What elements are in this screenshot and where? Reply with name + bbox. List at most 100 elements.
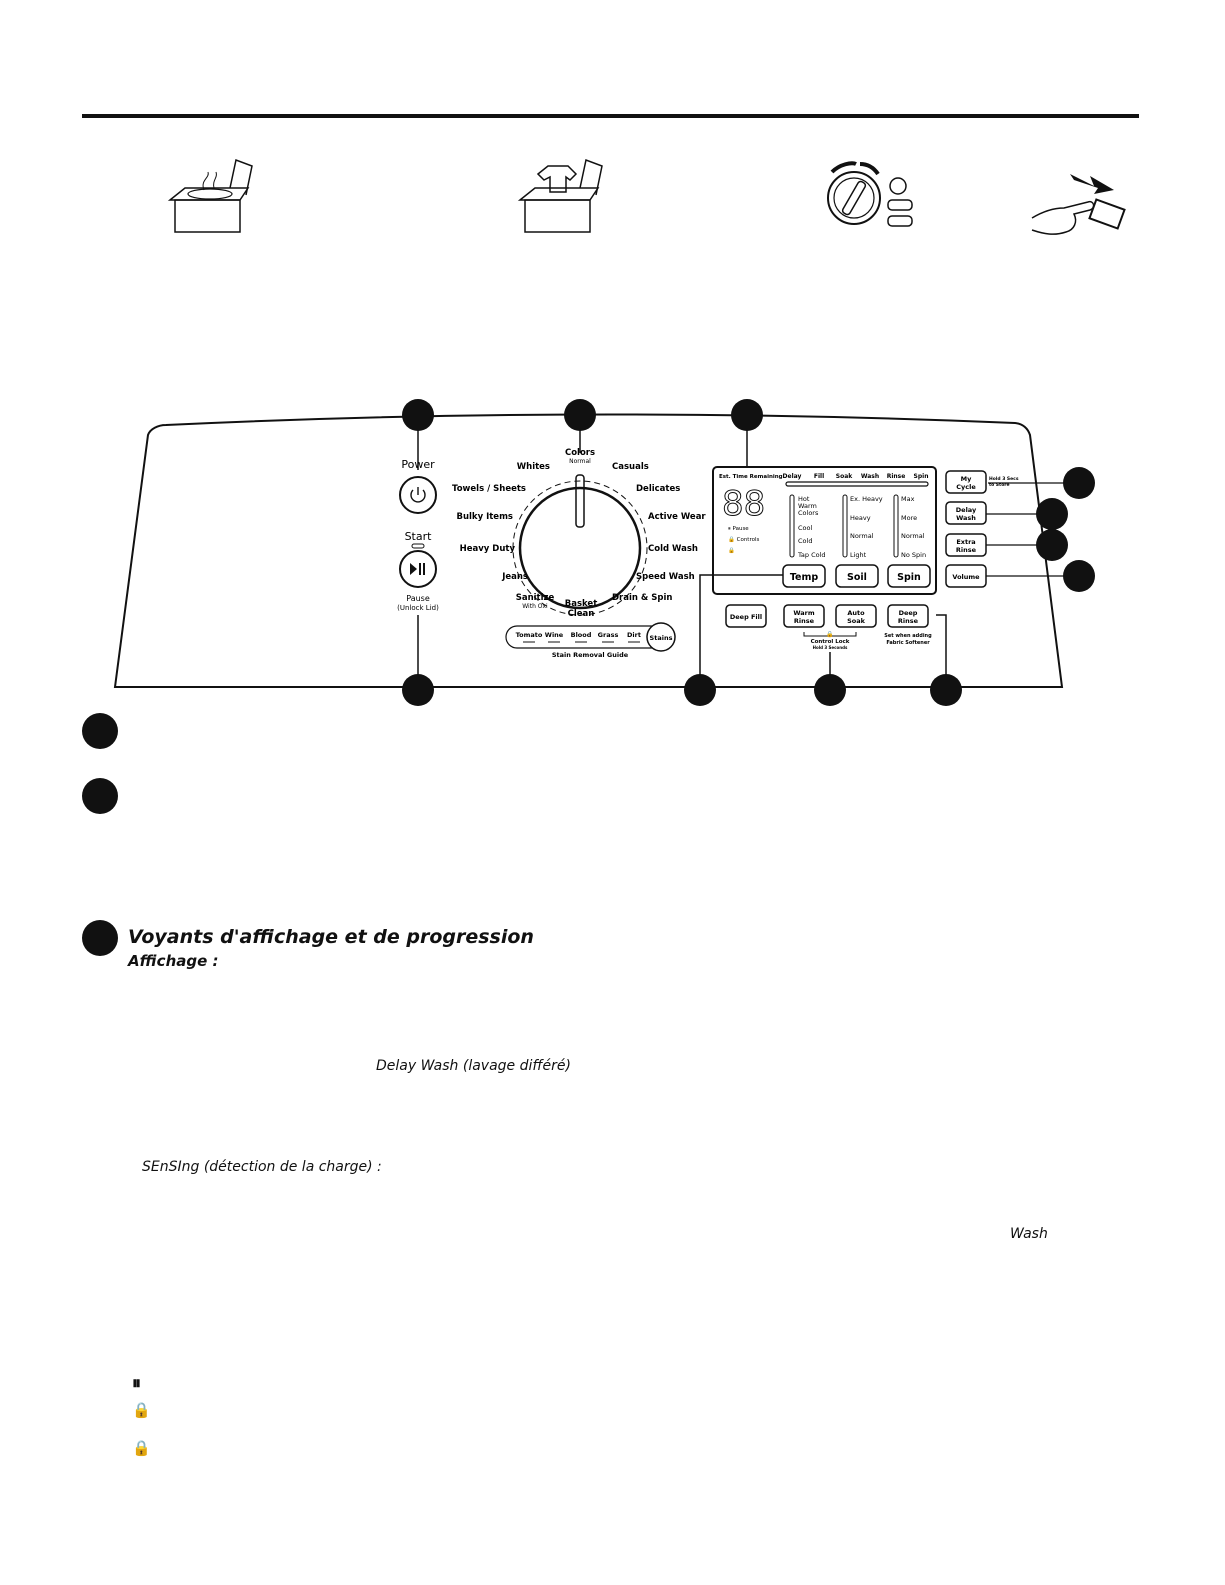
spin-button[interactable] xyxy=(887,564,931,588)
deep-rinse-label-2: Rinse xyxy=(898,617,919,625)
section-bullet-1 xyxy=(82,713,118,749)
stains-button-label: Stains xyxy=(650,634,673,642)
pause-icon: ⏸ xyxy=(132,1373,141,1394)
cycle-cold-wash: Cold Wash xyxy=(648,544,698,554)
control-panel-diagram: Power Start Pause (Unlock Lid) Colors No… xyxy=(113,399,1095,706)
select-cycle-illustration xyxy=(827,161,913,227)
delay-wash-term: Delay Wash (lavage différé) xyxy=(376,1058,571,1074)
spin-max: Max xyxy=(901,495,915,503)
to-store-label: to Store xyxy=(989,482,1010,488)
sensing-term: SEnSIng (détection de la charge) : xyxy=(142,1159,382,1175)
soil-button-label: Soil xyxy=(847,572,867,583)
temp-warm: Warm xyxy=(798,502,817,510)
deep-rinse-button[interactable] xyxy=(887,604,929,628)
hold-3-seconds-label: Hold 3 Seconds xyxy=(813,645,848,650)
cycle-heavy-duty: Heavy Duty xyxy=(460,544,516,554)
press-start-illustration xyxy=(1031,174,1126,235)
spin-no-spin: No Spin xyxy=(901,551,926,559)
callout-11 xyxy=(930,674,962,706)
control-lock-label: Control Lock xyxy=(811,639,850,645)
progress-bar xyxy=(785,481,929,487)
spin-button-label: Spin xyxy=(897,572,921,583)
cycle-casuals: Casuals xyxy=(612,462,649,472)
callout-1 xyxy=(402,399,434,431)
section-bullet-2 xyxy=(82,778,118,814)
callout-4 xyxy=(402,674,434,706)
my-cycle-label-2: Cycle xyxy=(956,483,976,491)
soil-ex-heavy: Ex. Heavy xyxy=(850,495,883,503)
cycle-towels-sheets: Towels / Sheets xyxy=(452,484,526,494)
cycle-jeans: Jeans xyxy=(501,572,528,582)
temp-button[interactable] xyxy=(782,564,826,588)
est-time-label: Est. Time Remaining xyxy=(719,474,783,480)
section-title: Voyants d'affichage et de progression xyxy=(128,926,534,948)
progress-soak: Soak xyxy=(836,473,853,480)
dial-pointer xyxy=(575,474,585,528)
cycle-dial[interactable] xyxy=(518,486,642,610)
soil-button[interactable] xyxy=(835,564,879,588)
stains-button[interactable] xyxy=(646,622,676,652)
my-cycle-label-1: My xyxy=(961,475,972,483)
section-subtitle: Affichage : xyxy=(128,952,219,970)
deep-fill-label: Deep Fill xyxy=(730,613,762,621)
deep-fill-button[interactable] xyxy=(725,604,767,628)
soil-light: Light xyxy=(850,551,867,559)
display-panel xyxy=(712,466,937,595)
volume-label: Volume xyxy=(952,573,980,581)
cycle-whites: Whites xyxy=(517,462,550,472)
temp-colors: Colors xyxy=(798,509,819,517)
cycle-colors: Colors xyxy=(565,448,595,458)
cycle-basket: Basket xyxy=(565,599,598,609)
callout-9 xyxy=(1063,560,1095,592)
cycle-delicates: Delicates xyxy=(636,484,680,494)
cycle-normal: Normal xyxy=(569,458,591,465)
spin-normal: Normal xyxy=(901,532,925,540)
my-cycle-button[interactable] xyxy=(945,470,987,494)
lock-icon: 🔒 xyxy=(132,1401,151,1419)
callout-3 xyxy=(731,399,763,431)
cycle-sanitize: Sanitize xyxy=(516,593,555,603)
spin-more: More xyxy=(901,514,917,522)
cycle-active-wear: Active Wear xyxy=(648,512,706,522)
callout-8 xyxy=(1036,529,1068,561)
cycle-speed-wash: Speed Wash xyxy=(636,572,695,582)
auto-soak-label-1: Auto xyxy=(847,609,865,617)
progress-delay: Delay xyxy=(783,473,802,480)
add-detergent-illustration xyxy=(167,158,253,233)
power-button[interactable] xyxy=(399,476,437,514)
soil-normal: Normal xyxy=(850,532,874,540)
callout-7 xyxy=(1036,498,1068,530)
warm-rinse-button[interactable] xyxy=(783,604,825,628)
lid-lock-icon: 🔒 xyxy=(132,1439,151,1457)
auto-soak-label-2: Soak xyxy=(847,617,866,625)
lid-lock-indicator: 🔒 xyxy=(728,547,735,554)
callout-5 xyxy=(684,674,716,706)
stain-wine: Wine xyxy=(545,631,564,639)
warm-rinse-label-2: Rinse xyxy=(794,617,815,625)
cycle-bulky-items: Bulky Items xyxy=(456,512,513,522)
stain-dirt: Dirt xyxy=(627,631,641,639)
temp-cool: Cool xyxy=(798,524,812,532)
power-icon xyxy=(410,489,426,503)
deep-rinse-label-1: Deep xyxy=(899,609,918,617)
start-pause-button[interactable] xyxy=(399,550,437,588)
extra-rinse-label-2: Rinse xyxy=(956,546,977,554)
softener-label-1: Set when adding xyxy=(884,633,932,639)
cycle-with-oxi: With Oxi xyxy=(522,603,548,610)
power-label: Power xyxy=(401,458,435,471)
delay-wash-button[interactable] xyxy=(945,501,987,525)
progress-rinse: Rinse xyxy=(887,473,906,480)
unlock-lid-label: (Unlock Lid) xyxy=(397,604,439,612)
cycle-drain-spin: Drain & Spin xyxy=(612,593,672,603)
temp-cold: Cold xyxy=(798,537,812,545)
control-lock-icon: 🔒 xyxy=(826,630,833,638)
softener-label-2: Fabric Softener xyxy=(886,640,930,646)
progress-fill: Fill xyxy=(814,473,824,480)
auto-soak-button[interactable] xyxy=(835,604,877,628)
time-digits: 88 xyxy=(722,484,765,524)
stain-removal-guide: Stain Removal Guide xyxy=(552,651,629,659)
delay-wash-label-2: Wash xyxy=(956,514,976,522)
start-label: Start xyxy=(405,530,433,543)
pause-indicator: ⏸ Pause xyxy=(728,526,749,532)
controls-lock-indicator: 🔒 Controls xyxy=(728,536,759,543)
